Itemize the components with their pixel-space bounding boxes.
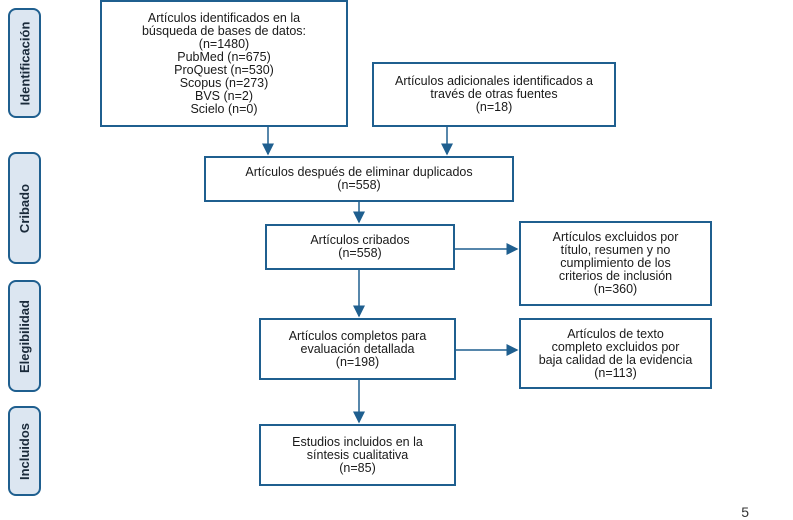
phase-identificacion: Identificación <box>8 8 41 118</box>
box-line: cumplimiento de los <box>560 256 671 270</box>
box-line: criterios de inclusión <box>558 269 673 283</box>
phase-cribado: Cribado <box>8 152 41 264</box>
box-identified-databases: Artículos identificados en la búsqueda d… <box>100 0 348 127</box>
box-line: (n=18) <box>475 100 513 114</box>
box-line: Artículos adicionales identificados a <box>394 74 594 88</box>
box-line: Scopus (n=273) <box>179 75 269 90</box>
box-line: Estudios incluidos en la <box>292 434 423 449</box>
box-line: evaluación detallada <box>300 341 415 356</box>
box-line: (n=198) <box>335 354 380 369</box>
box-line: BVS (n=2) <box>194 88 253 103</box>
box-line: baja calidad de la evidencia <box>538 352 693 367</box>
box-excluded-full-text: Artículos de texto completo excluidos po… <box>519 318 712 389</box>
box-line: (n=360) <box>593 282 638 296</box>
box-line: (n=558) <box>337 178 381 192</box>
box-line: ProQuest (n=530) <box>174 62 274 77</box>
box-identified-other-sources: Artículos adicionales identificados a tr… <box>372 62 616 127</box>
box-screened: Artículos cribados (n=558) <box>265 224 455 270</box>
phase-identificacion-label: Identificación <box>17 21 33 105</box>
box-included-studies: Estudios incluidos en la síntesis cualit… <box>259 424 456 486</box>
box-line: (n=85) <box>339 460 376 475</box>
box-line: Artículos cribados <box>310 233 410 247</box>
phase-cribado-label: Cribado <box>17 183 32 233</box>
page-number: 5 <box>741 504 749 520</box>
box-line: Artículos de texto <box>567 326 664 341</box>
box-after-duplicates: Artículos después de eliminar duplicados… <box>204 156 514 202</box>
box-line: Scielo (n=0) <box>190 101 258 116</box>
phase-incluidos-label: Incluidos <box>17 422 32 480</box>
box-excluded-screening: Artículos excluidos por título, resumen … <box>519 221 712 306</box>
box-line: completo excluidos por <box>551 339 680 354</box>
box-line: búsqueda de bases de datos: <box>141 23 307 38</box>
box-line: Artículos identificados en la <box>147 10 301 25</box>
box-line: Artículos completos para <box>288 328 427 343</box>
box-line: (n=558) <box>338 246 382 260</box>
box-line: (n=113) <box>594 365 637 380</box>
box-line: síntesis cualitativa <box>306 447 409 462</box>
phase-elegibilidad-label: Elegibilidad <box>17 299 32 373</box>
box-line: través de otras fuentes <box>430 87 558 101</box>
box-line: PubMed (n=675) <box>177 49 271 64</box>
phase-elegibilidad: Elegibilidad <box>8 280 41 392</box>
box-line: Artículos después de eliminar duplicados <box>245 165 473 179</box>
phase-incluidos: Incluidos <box>8 406 41 496</box>
box-full-text-assessed: Artículos completos para evaluación deta… <box>259 318 456 380</box>
box-line: Artículos excluidos por <box>552 230 679 244</box>
box-line: título, resumen y no <box>560 243 671 257</box>
box-line: (n=1480) <box>198 36 250 51</box>
